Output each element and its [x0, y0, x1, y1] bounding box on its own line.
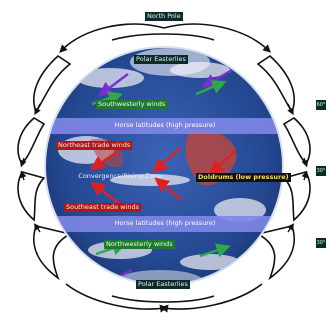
- north-pole-label: North Pole: [145, 12, 183, 21]
- doldrums-label: Doldrums (low pressure): [196, 173, 291, 182]
- horse-latitudes-band-south: [46, 216, 282, 232]
- equator-rising-label: Convergence/Rising Zone: [78, 172, 162, 180]
- latitude-30s-tab: 30°: [316, 238, 326, 248]
- westerlies-north-label: Northwesterly winds: [104, 240, 175, 249]
- horse-latitudes-south-label: Horse latitudes (high pressure): [114, 219, 216, 227]
- trades-north-label: Northeast trade winds: [56, 141, 133, 150]
- latitude-30n-tab: 30°: [316, 166, 326, 176]
- cell-arrowheads: [19, 103, 309, 233]
- trades-south-label: Southeast trade winds: [64, 203, 142, 212]
- westerlies-south-label: Southwesterly winds: [96, 100, 168, 109]
- horse-latitudes-band-north: [46, 118, 282, 134]
- globe: [46, 48, 282, 284]
- horse-latitudes-north-label: Horse latitudes (high pressure): [114, 121, 216, 129]
- polar-easterlies-bottom-label: Polar Easterlies: [136, 280, 190, 289]
- latitude-60n-tab: 60°: [316, 100, 326, 110]
- polar-easterlies-top-label: Polar Easterlies: [134, 55, 188, 64]
